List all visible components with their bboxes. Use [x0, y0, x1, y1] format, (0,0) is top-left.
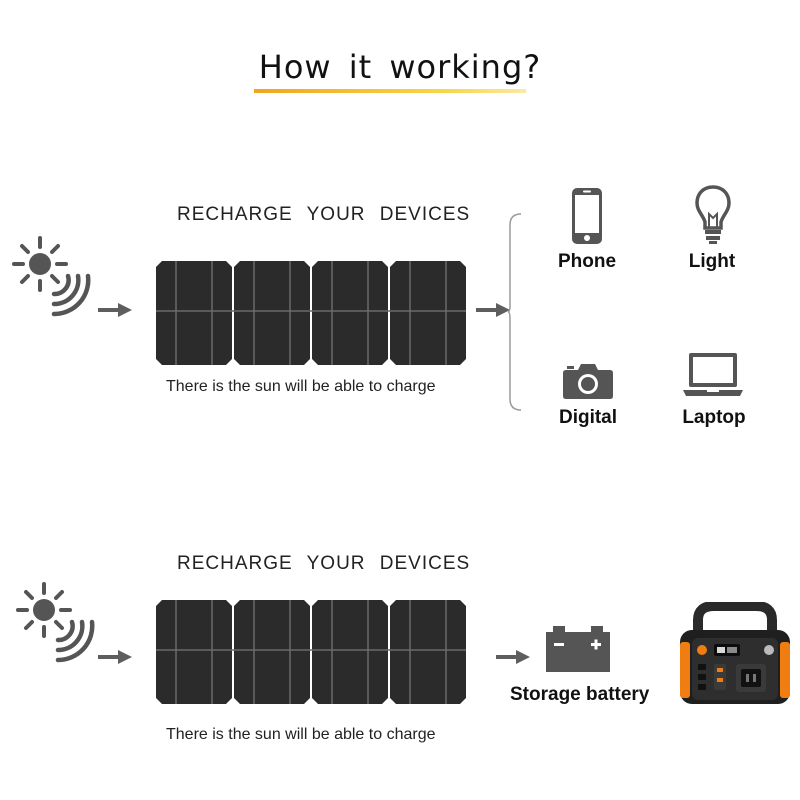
- section-2-caption: RECHARGE YOUR DEVICES: [177, 553, 471, 574]
- section-1-caption: RECHARGE YOUR DEVICES: [177, 204, 471, 225]
- camera-icon: [563, 364, 613, 399]
- section-1-subcaption: There is the sun will be able to charge: [166, 378, 436, 395]
- phone-icon: [572, 188, 602, 244]
- device-label-phone: Phone: [557, 251, 617, 272]
- title-underline: [254, 89, 526, 93]
- solar-panel-array: [156, 261, 466, 365]
- sun-icon: [16, 582, 95, 663]
- storage-battery-label: Storage battery: [510, 684, 650, 705]
- power-station-icon: [680, 602, 790, 704]
- arrow-right-icon: [476, 303, 510, 317]
- car-battery-icon: [546, 626, 610, 672]
- device-label-light: Light: [688, 251, 736, 272]
- laptop-icon: [683, 353, 743, 396]
- arrow-right-icon: [98, 650, 132, 664]
- page-title: How it working?: [258, 48, 542, 86]
- solar-panel-array: [156, 600, 466, 704]
- arrow-right-icon: [496, 650, 530, 664]
- bracket-divider: [508, 213, 522, 411]
- arrow-right-icon: [98, 303, 132, 317]
- section-2-subcaption: There is the sun will be able to charge: [166, 726, 436, 743]
- sun-icon: [12, 236, 91, 317]
- device-label-digital: Digital: [558, 407, 618, 428]
- light-bulb-icon: [695, 185, 731, 244]
- device-label-laptop: Laptop: [682, 407, 746, 428]
